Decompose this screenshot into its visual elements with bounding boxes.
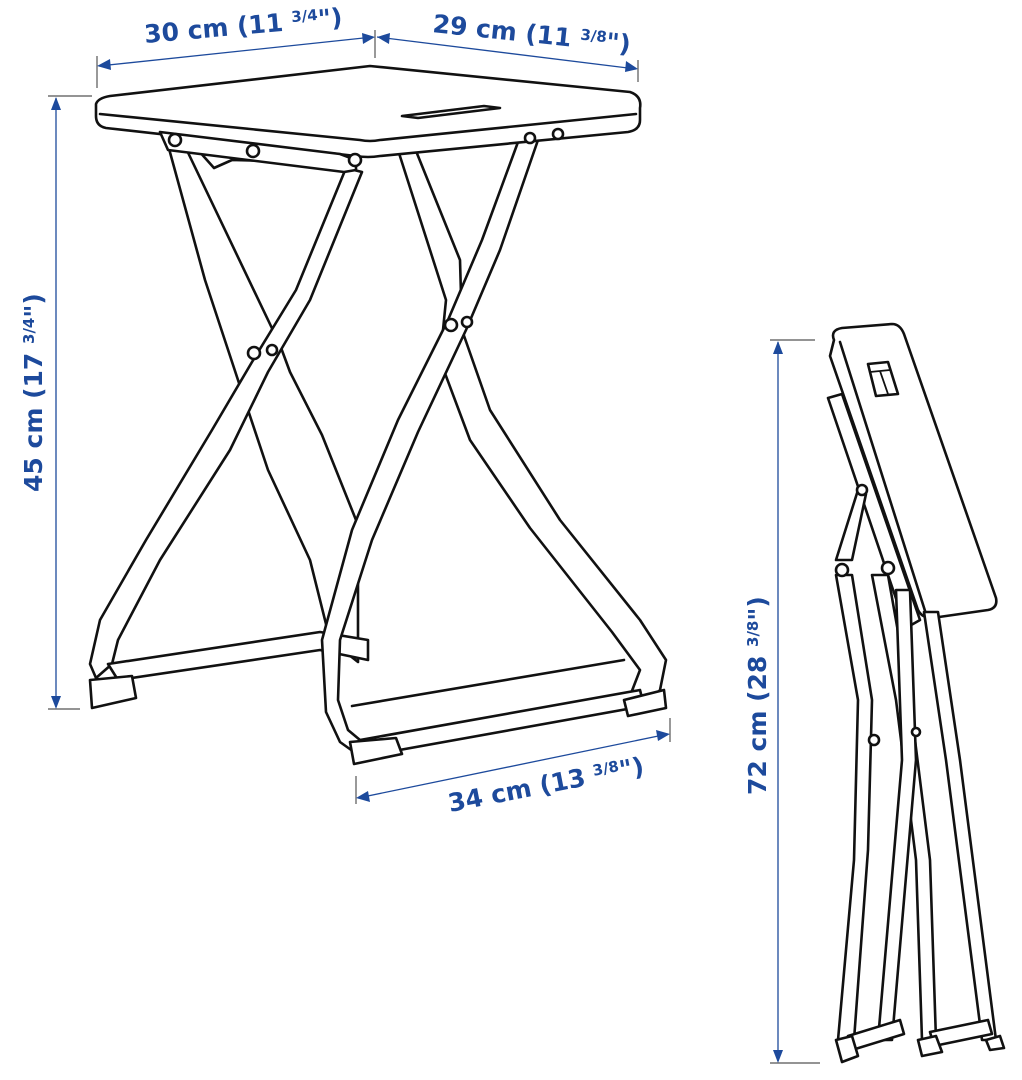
height-label: 45 cm (17 3/4") (19, 293, 48, 492)
dimension-seat-depth: 29 cm (11 3/8") (376, 9, 639, 82)
folded-stool-drawing (826, 322, 1006, 1064)
dimension-height: 45 cm (17 3/4") (19, 95, 92, 710)
seat-width-label: 30 cm (11 3/4") (143, 3, 344, 49)
dimension-seat-width: 30 cm (11 3/4") (96, 3, 376, 88)
unfolded-stool-drawing (88, 64, 668, 766)
seat-depth-label: 29 cm (11 3/8") (431, 9, 632, 59)
dimension-folded-height: 72 cm (28 3/8") (743, 339, 820, 1064)
folded-height-label: 72 cm (28 3/8") (743, 596, 772, 795)
base-depth-label: 34 cm (13 3/8") (446, 751, 647, 817)
